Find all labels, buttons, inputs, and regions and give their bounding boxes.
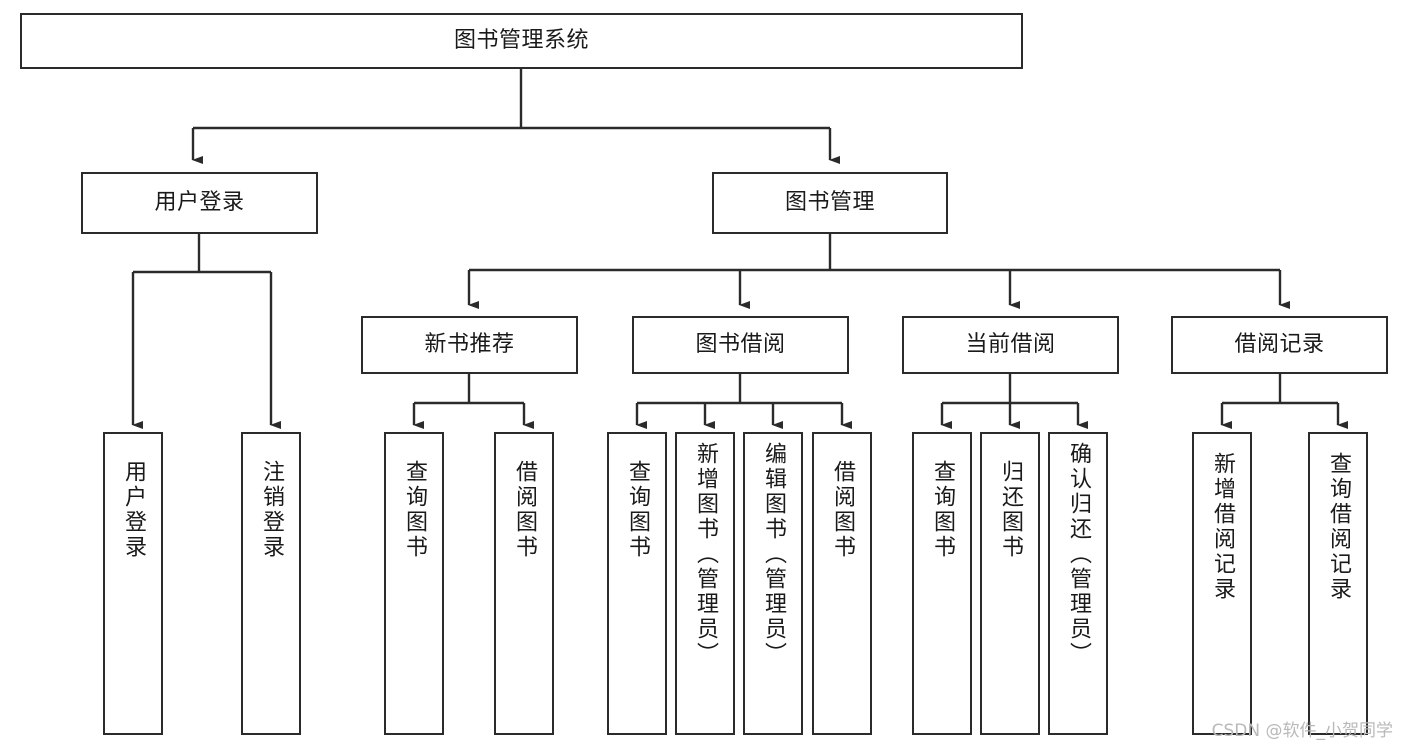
- node-leaf-borrow-book-1-label: 借阅图书: [511, 460, 537, 560]
- node-user-login[interactable]: 用户登录: [81, 172, 318, 234]
- node-leaf-confirm-return[interactable]: 确认归还（管理员）: [1048, 432, 1108, 735]
- node-leaf-add-book-label: 新增图书（管理员）: [692, 442, 718, 667]
- node-book-manage-label: 图书管理: [784, 189, 875, 215]
- node-current-borrow-label: 当前借阅: [965, 331, 1056, 357]
- watermark-text: CSDN @软件_小贺同学: [1211, 721, 1393, 741]
- node-leaf-borrow-book-2[interactable]: 借阅图书: [812, 432, 872, 735]
- node-leaf-return-book[interactable]: 归还图书: [980, 432, 1040, 735]
- node-leaf-query-book-2-label: 查询图书: [624, 460, 650, 560]
- node-leaf-query-book-3-label: 查询图书: [929, 460, 955, 560]
- node-leaf-confirm-return-label: 确认归还（管理员）: [1065, 442, 1091, 667]
- node-leaf-return-book-label: 归还图书: [997, 460, 1023, 560]
- node-user-login-label: 用户登录: [154, 189, 245, 215]
- node-leaf-logout-login[interactable]: 注销登录: [241, 432, 301, 735]
- node-root-label: 图书管理系统: [453, 27, 589, 53]
- node-leaf-borrow-book-1[interactable]: 借阅图书: [494, 432, 554, 735]
- node-leaf-query-record[interactable]: 查询借阅记录: [1308, 432, 1368, 735]
- node-leaf-query-book-3[interactable]: 查询图书: [912, 432, 972, 735]
- node-leaf-add-book[interactable]: 新增图书（管理员）: [675, 432, 735, 735]
- node-borrow-record-label: 借阅记录: [1234, 331, 1325, 357]
- node-new-book-recommend[interactable]: 新书推荐: [361, 316, 578, 374]
- node-book-manage[interactable]: 图书管理: [712, 172, 948, 234]
- node-root[interactable]: 图书管理系统: [20, 13, 1023, 69]
- node-leaf-query-book-1-label: 查询图书: [401, 460, 427, 560]
- node-leaf-user-login[interactable]: 用户登录: [103, 432, 163, 735]
- node-leaf-query-book-2[interactable]: 查询图书: [607, 432, 667, 735]
- node-leaf-logout-login-label: 注销登录: [258, 460, 284, 560]
- node-leaf-user-login-label: 用户登录: [120, 460, 146, 560]
- node-leaf-add-record-label: 新增借阅记录: [1209, 452, 1235, 602]
- node-leaf-borrow-book-2-label: 借阅图书: [829, 460, 855, 560]
- node-book-borrow-label: 图书借阅: [695, 331, 786, 357]
- node-borrow-record[interactable]: 借阅记录: [1171, 316, 1388, 374]
- node-leaf-add-record[interactable]: 新增借阅记录: [1192, 432, 1252, 735]
- node-leaf-query-book-1[interactable]: 查询图书: [384, 432, 444, 735]
- node-new-book-recommend-label: 新书推荐: [424, 331, 515, 357]
- node-book-borrow[interactable]: 图书借阅: [632, 316, 849, 374]
- node-leaf-query-record-label: 查询借阅记录: [1325, 452, 1351, 602]
- node-leaf-edit-book[interactable]: 编辑图书（管理员）: [743, 432, 803, 735]
- node-leaf-edit-book-label: 编辑图书（管理员）: [760, 442, 786, 667]
- node-current-borrow[interactable]: 当前借阅: [902, 316, 1119, 374]
